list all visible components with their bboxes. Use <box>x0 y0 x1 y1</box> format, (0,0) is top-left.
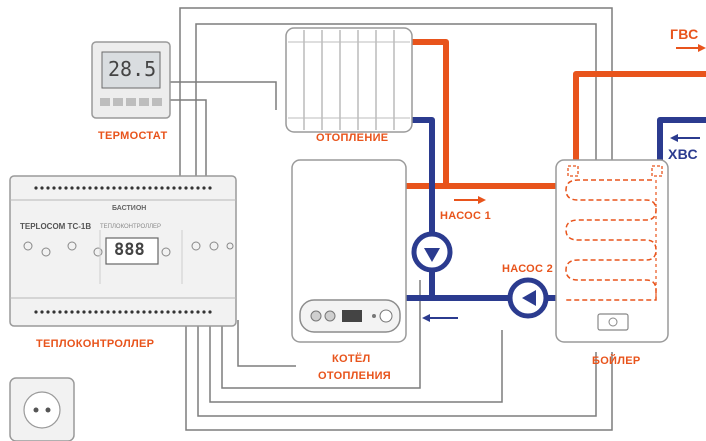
cold-water-pipes <box>406 117 706 301</box>
gas-boiler-label-line1: КОТЁЛ <box>332 353 371 365</box>
gas-boiler-label-line2: ОТОПЛЕНИЯ <box>318 370 391 382</box>
water-heater-tank <box>555 159 669 343</box>
controller-brand: БАСТИОН <box>112 205 147 212</box>
controller-display: 888 <box>114 240 145 260</box>
power-socket <box>9 377 75 441</box>
thermostat-label: ТЕРМОСТАТ <box>98 130 168 142</box>
pump-2 <box>507 277 549 319</box>
flow-arrows <box>422 44 706 322</box>
pump-1-label: НАСОС 1 <box>440 210 492 222</box>
controller-subtitle: ТЕПЛОКОНТРОЛЛЕР <box>100 224 162 230</box>
room-thermostat <box>91 41 171 119</box>
gas-boiler <box>291 159 407 343</box>
heating-label: ОТОПЛЕНИЕ <box>316 132 389 144</box>
pump-1 <box>411 231 453 273</box>
radiator <box>285 27 413 133</box>
controller-label: ТЕПЛОКОНТРОЛЛЕР <box>36 338 155 350</box>
cold-water-label: ХВС <box>668 146 698 162</box>
controller-model: TEPLOCOM ТС-1В <box>20 222 92 231</box>
thermostat-temperature: 28.5 <box>108 57 157 81</box>
heat-controller-body <box>9 175 237 327</box>
water-heater-label: БОЙЛЕР <box>592 355 641 367</box>
control-wires <box>170 7 613 431</box>
hot-water-label: ГВС <box>670 26 699 42</box>
pump-2-label: НАСОС 2 <box>502 263 554 275</box>
